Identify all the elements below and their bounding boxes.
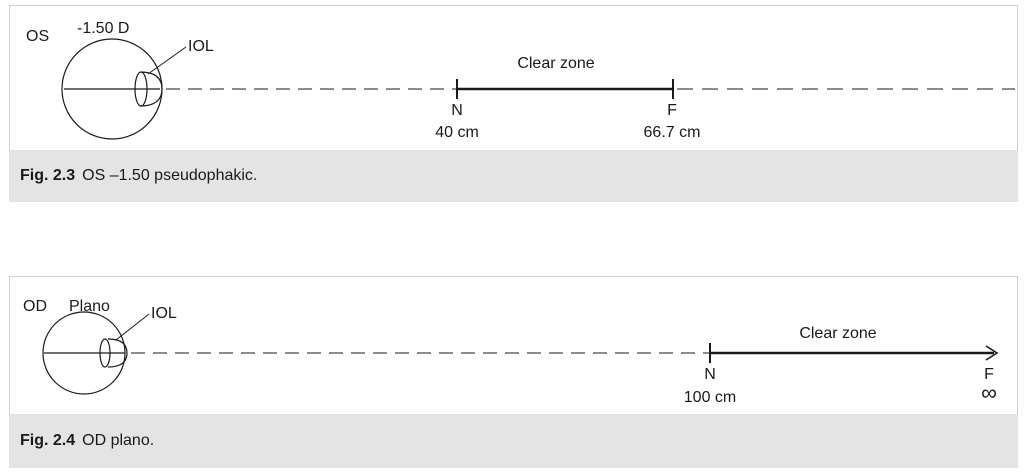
eye-diagram: OD Plano IOL Clear zone N 100 cm F ∞ — [23, 298, 999, 406]
iol-leader-line — [147, 46, 187, 75]
figure-caption: Fig. 2.4 OD plano. — [9, 414, 1018, 468]
diagram-panel: OD Plano IOL Clear zone N 100 cm F ∞ — [9, 276, 1018, 414]
figure-2-4: OD Plano IOL Clear zone N 100 cm F ∞ Fig… — [9, 276, 1018, 468]
caption-label: Fig. 2.3 — [20, 167, 76, 184]
power-label: -1.50 D — [77, 20, 129, 37]
iol-label: IOL — [188, 38, 214, 55]
caption-text: OS –1.50 pseudophakic. — [82, 167, 258, 184]
figure-caption: Fig. 2.3 OS –1.50 pseudophakic. — [9, 150, 1018, 202]
power-label: Plano — [69, 298, 110, 315]
far-distance-label: 66.7 cm — [644, 124, 701, 141]
eye-diagram: OS -1.50 D IOL Clear zone N 40 cm F 66.7… — [26, 20, 1015, 141]
clear-zone-label: Clear zone — [517, 55, 594, 72]
clear-zone-label: Clear zone — [799, 325, 876, 342]
caption-label: Fig. 2.4 — [20, 432, 76, 449]
cornea-shape — [139, 71, 163, 107]
caption-text: OD plano. — [82, 432, 155, 449]
infinity-label: ∞ — [981, 380, 997, 405]
cornea-shape — [107, 338, 128, 368]
near-distance-label: 40 cm — [435, 124, 479, 141]
diagram-panel: OS -1.50 D IOL Clear zone N 40 cm F 66.7… — [9, 5, 1018, 150]
near-distance-label: 100 cm — [684, 389, 736, 406]
eye-label: OS — [26, 28, 49, 45]
iol-label: IOL — [151, 305, 177, 322]
far-point-label: F — [984, 366, 994, 383]
near-point-label: N — [704, 366, 716, 383]
arrowhead-icon — [985, 345, 999, 361]
eye-label: OD — [23, 298, 47, 315]
figure-2-3: OS -1.50 D IOL Clear zone N 40 cm F 66.7… — [9, 5, 1018, 202]
far-point-label: F — [667, 102, 677, 119]
near-point-label: N — [451, 102, 463, 119]
